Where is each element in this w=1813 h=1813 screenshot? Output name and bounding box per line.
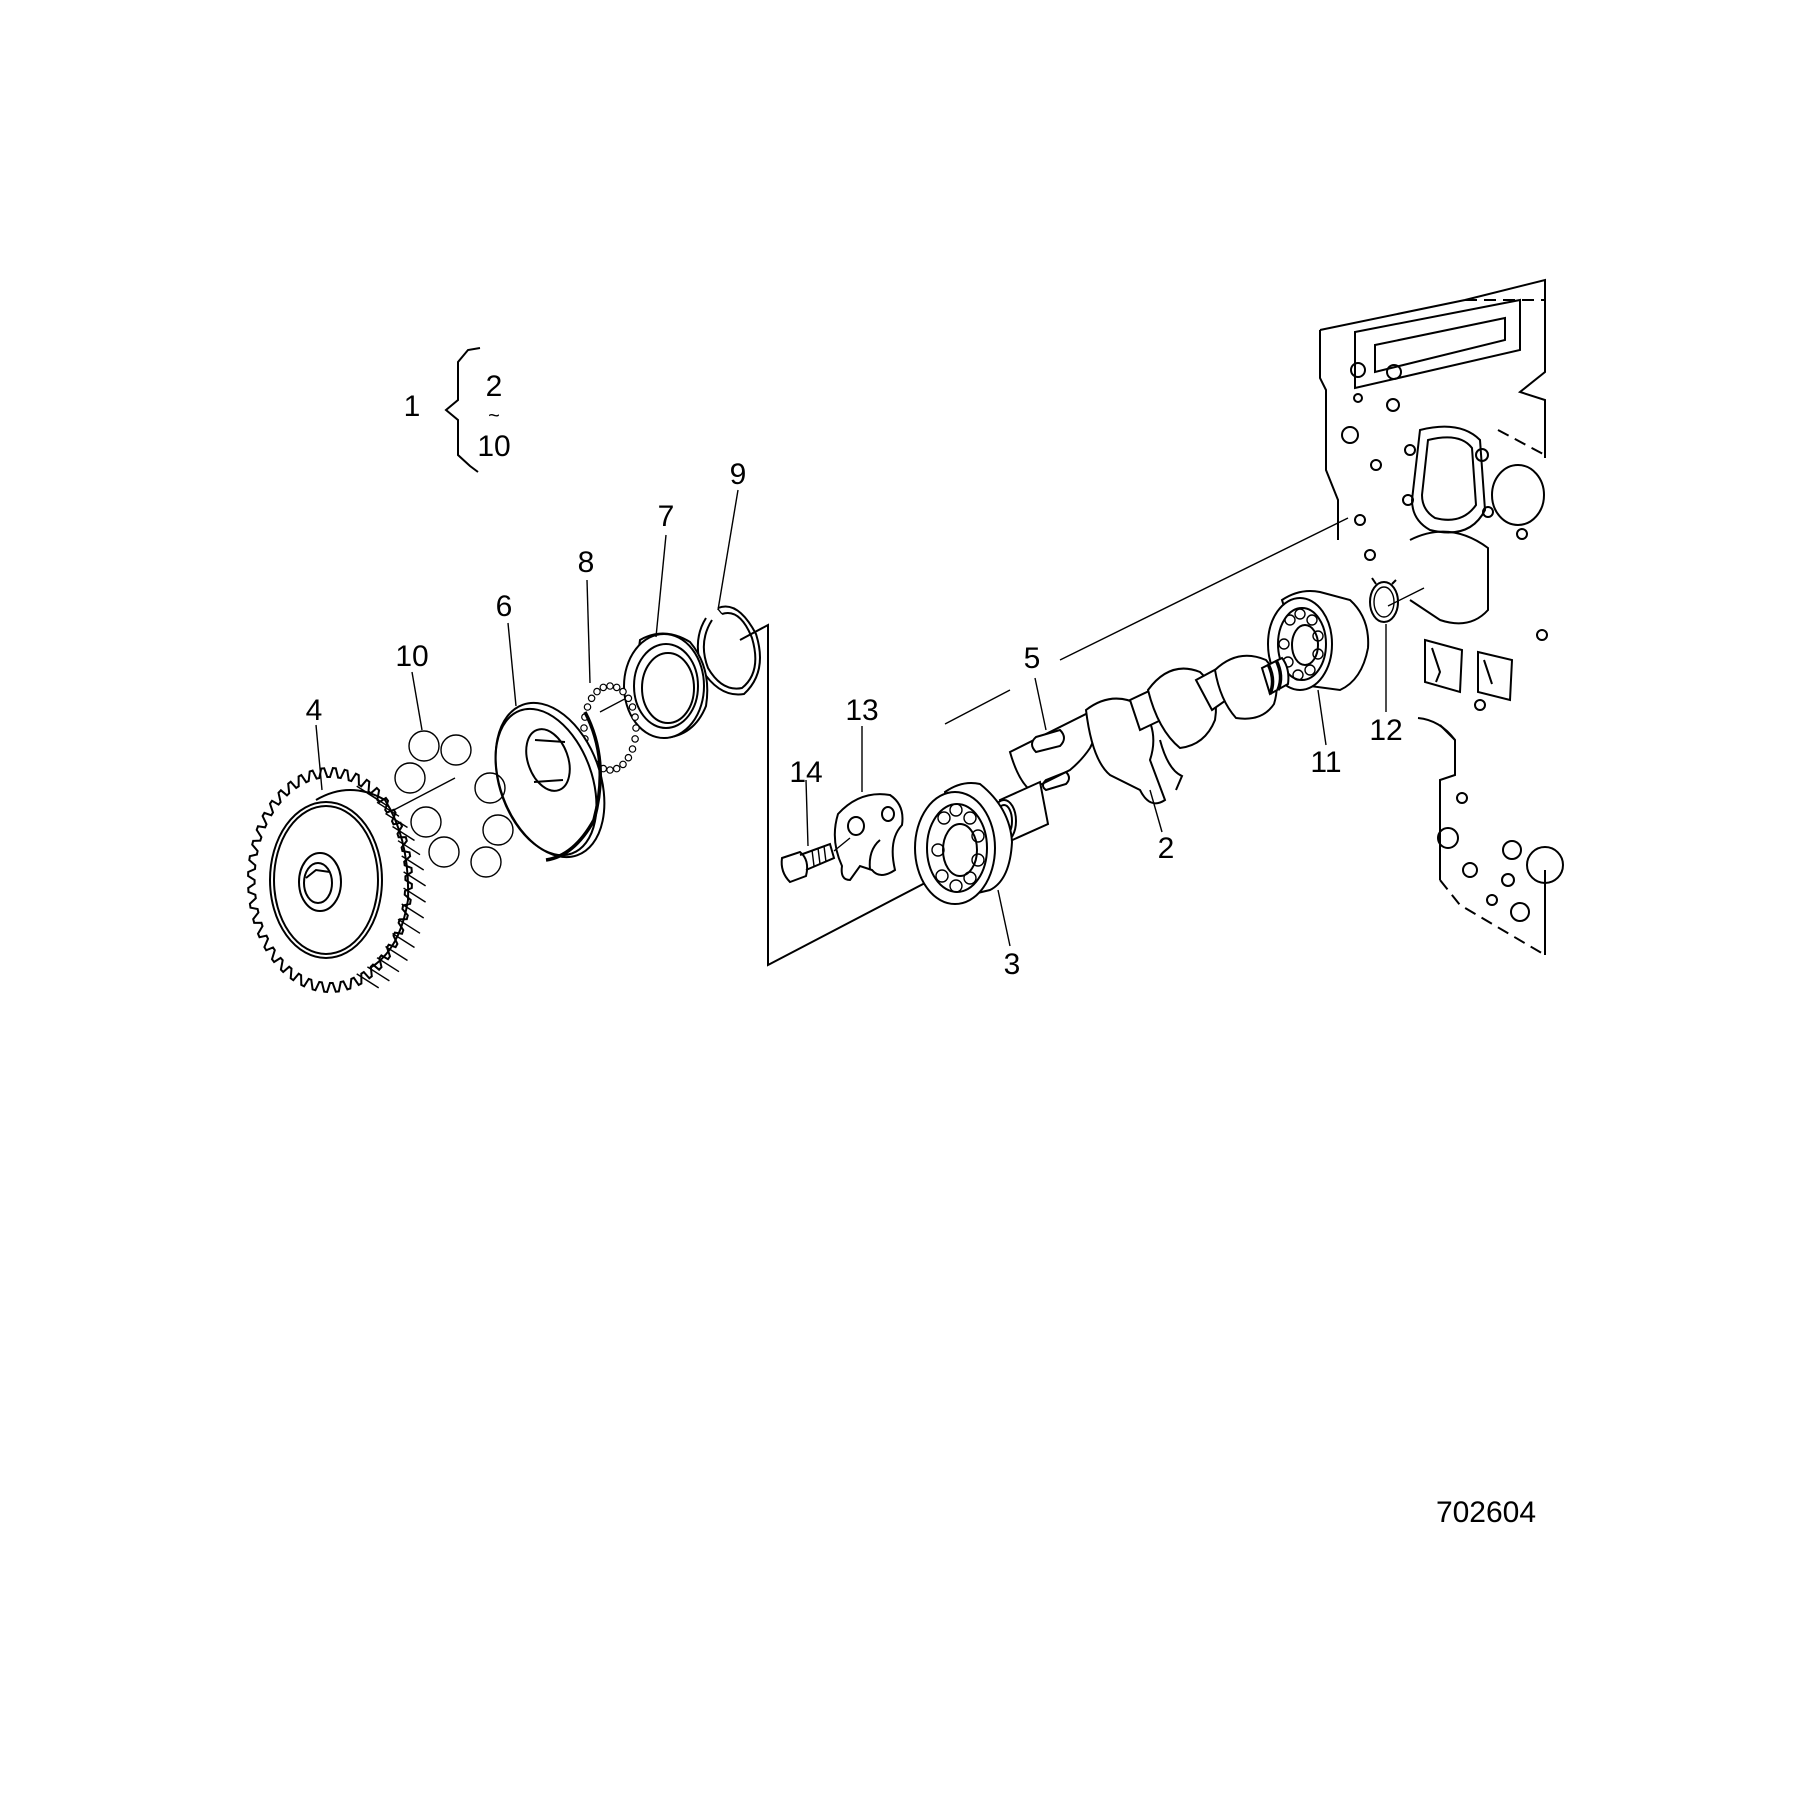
engine-block-window-2 — [1477, 650, 1514, 702]
circlip-12[interactable] — [1369, 577, 1399, 623]
callout-8: 8 — [578, 546, 595, 579]
axis-line-gear — [389, 777, 456, 813]
engine-block-bore-upper — [1491, 464, 1545, 526]
callout-6: 6 — [496, 590, 513, 623]
leader-10 — [411, 671, 423, 731]
callout-10: 10 — [395, 640, 428, 673]
callout-12: 12 — [1369, 714, 1402, 747]
callout-11: 11 — [1310, 746, 1341, 779]
leader-3 — [997, 889, 1011, 947]
bearing-3[interactable] — [914, 782, 1014, 905]
assembly-bracket — [444, 347, 481, 473]
camshaft-2[interactable] — [1008, 654, 1290, 805]
leader-2 — [1149, 789, 1163, 833]
callout-7: 7 — [658, 500, 675, 533]
leader-6 — [507, 622, 517, 707]
callout-9: 9 — [730, 458, 747, 491]
assembly-range-end: 10 — [477, 430, 510, 463]
assembly-callout: 1 — [404, 390, 421, 423]
retainer-plate-13[interactable] — [833, 793, 904, 882]
callout-14: 14 — [789, 756, 822, 789]
thrust-washer-6[interactable] — [476, 688, 625, 873]
assembly-range-start: 2 — [486, 370, 503, 403]
leader-lines — [315, 489, 1387, 947]
engine-block-hidden-edges — [1439, 299, 1546, 956]
key-5[interactable] — [1031, 728, 1070, 792]
shim-set-10[interactable] — [394, 730, 514, 878]
engine-block-port — [1410, 425, 1487, 534]
axis-line-mid — [944, 689, 1011, 725]
engine-block-outline — [1319, 278, 1546, 955]
leader-14 — [805, 779, 809, 847]
axis-line-main — [1059, 517, 1349, 661]
callout-5: 5 — [1024, 642, 1041, 675]
callout-labels: 4 10 6 8 7 9 13 14 3 5 2 11 12 — [306, 458, 1403, 981]
engine-block-lower-edge — [1417, 717, 1456, 741]
callout-3: 3 — [1004, 948, 1021, 981]
callout-4: 4 — [306, 694, 323, 727]
leader-4 — [315, 724, 323, 791]
leader-9 — [717, 489, 739, 611]
bolt-14[interactable] — [780, 837, 851, 884]
assembly-range-separator: ~ — [488, 405, 500, 427]
group-frame — [739, 623, 1016, 967]
engine-block-holes — [1341, 362, 1564, 922]
engine-block — [1319, 278, 1564, 956]
gear-4[interactable] — [247, 767, 426, 993]
leader-5 — [1034, 677, 1047, 731]
leader-11 — [1317, 689, 1327, 746]
engine-block-window-1 — [1424, 638, 1464, 694]
drawing-number: 702604 — [1436, 1496, 1536, 1529]
engine-block-bore-main — [1409, 530, 1489, 625]
assembly-legend: 1 2 ~ 10 — [404, 347, 511, 473]
callout-13: 13 — [845, 694, 878, 727]
callout-2: 2 — [1158, 832, 1175, 865]
bearing-11[interactable] — [1267, 590, 1370, 692]
leader-8 — [586, 579, 591, 684]
engine-block-top-face — [1354, 298, 1521, 390]
seal-7[interactable] — [623, 632, 709, 740]
leader-7 — [655, 534, 667, 638]
